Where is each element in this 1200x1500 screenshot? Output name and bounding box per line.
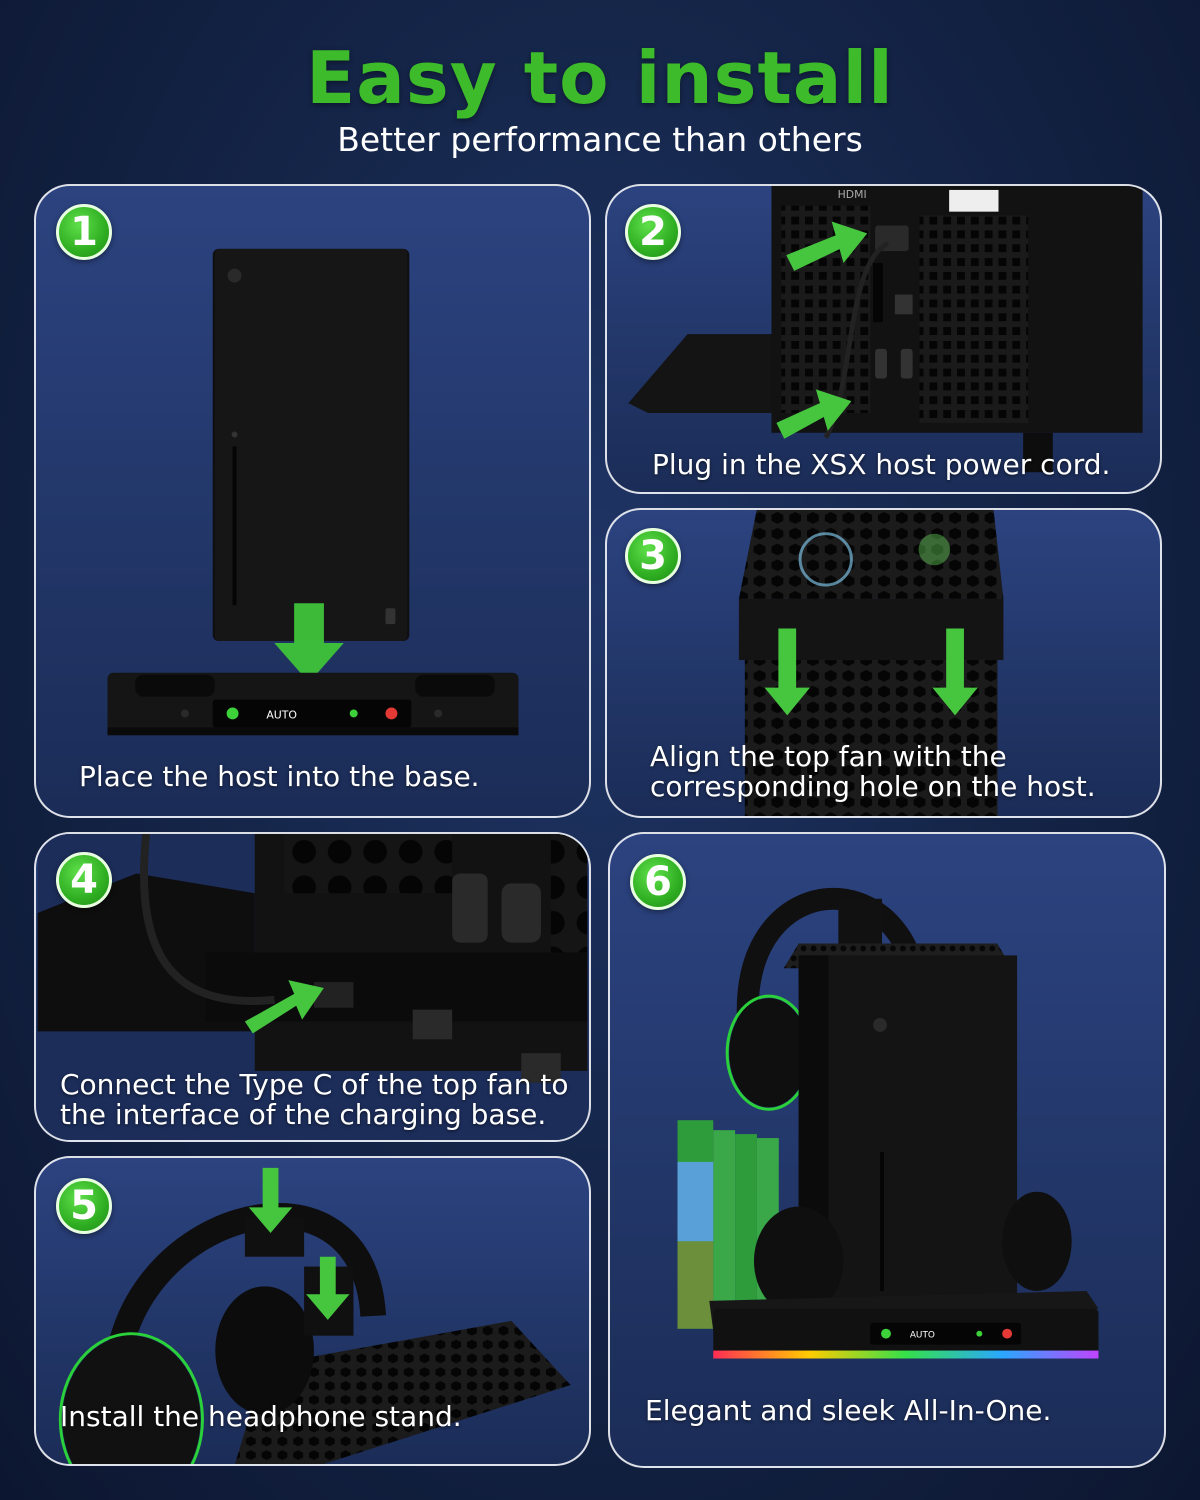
step-number-badge-6: 6: [630, 854, 686, 910]
type-c-connection-image: [36, 834, 589, 1140]
step-caption-3: Align the top fan with the corresponding…: [650, 740, 1096, 803]
base-mode-label: AUTO: [266, 708, 297, 721]
step-panel-1: AUTO 1 Place the host into the base.: [34, 184, 591, 818]
page-title: Easy to install: [306, 36, 894, 120]
all-in-one-stand-image: AUTO: [610, 834, 1164, 1466]
step-panel-6: AUTO 6 Elegant and sleek All-In-One.: [608, 832, 1166, 1468]
header: Easy to install Better performance than …: [0, 0, 1200, 180]
step-caption-2: Plug in the XSX host power cord.: [652, 448, 1111, 481]
step-number-badge-4: 4: [56, 852, 112, 908]
step-panel-5: 5 Install the headphone stand.: [34, 1156, 591, 1466]
console-on-base-image: AUTO: [36, 186, 589, 816]
step-caption-5: Install the headphone stand.: [60, 1400, 462, 1433]
hdmi-port-label: HDMI: [838, 188, 867, 201]
top-fan-alignment-image: [607, 510, 1160, 816]
step-caption-1: Place the host into the base.: [79, 760, 480, 793]
step-number-badge-1: 1: [56, 204, 112, 260]
step-panel-4: 4 Connect the Type C of the top fan to t…: [34, 832, 591, 1142]
step-caption-4: Connect the Type C of the top fan to the…: [60, 1068, 569, 1131]
step-number-badge-3: 3: [625, 528, 681, 584]
step-panel-2: HDMI 2 Plug in the XSX host power cord.: [605, 184, 1162, 494]
step-caption-6: Elegant and sleek All-In-One.: [645, 1394, 1052, 1427]
step-panel-3: 3 Align the top fan with the correspondi…: [605, 508, 1162, 818]
power-cord-image: HDMI: [607, 186, 1160, 492]
page-subtitle: Better performance than others: [337, 120, 863, 159]
step-number-badge-5: 5: [56, 1178, 112, 1234]
stand-mode-label: AUTO: [910, 1331, 935, 1341]
step-number-badge-2: 2: [625, 204, 681, 260]
headphone-stand-install-image: [36, 1158, 589, 1464]
